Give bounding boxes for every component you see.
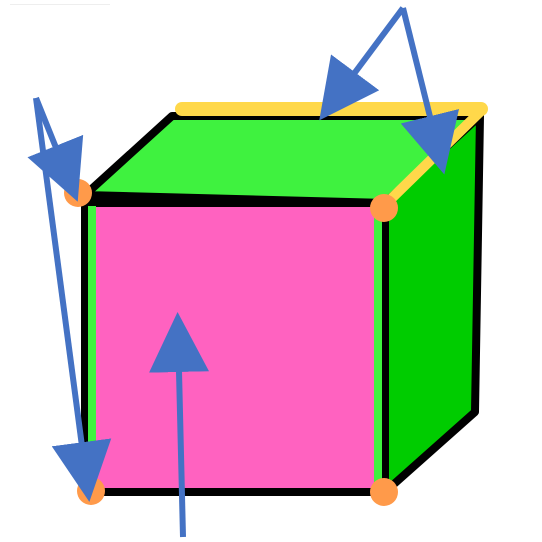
- arrow-to-diagonal-edge: [400, 7, 459, 175]
- vertex-bottom-left: [77, 477, 105, 505]
- front-face: [81, 199, 389, 496]
- arrow-to-top-edge: [319, 6, 406, 121]
- vertex-bottom-right: [370, 478, 398, 506]
- front-face-right-rim: [374, 206, 382, 489]
- arrow-to-bottom-left-vertex: [33, 97, 112, 502]
- arrow-to-front-face: [149, 312, 210, 538]
- front-face-left-rim: [88, 206, 96, 489]
- vertex-top-right: [370, 194, 398, 222]
- faint-top-rule: [10, 4, 110, 5]
- arrow-to-top-left-vertex: [27, 96, 84, 202]
